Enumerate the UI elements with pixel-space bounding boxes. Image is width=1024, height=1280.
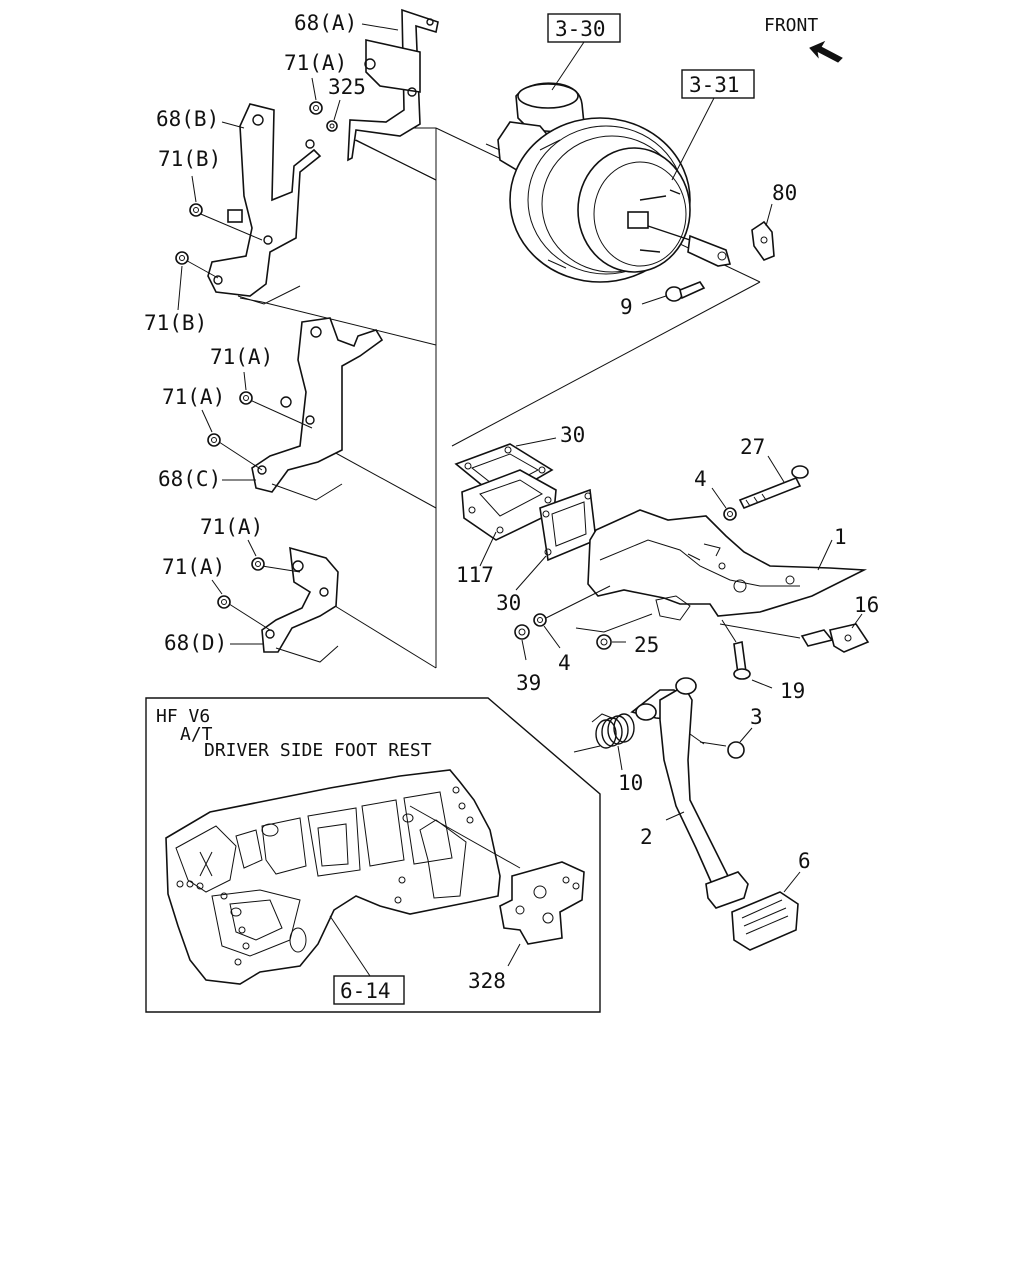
switch-16 — [719, 613, 870, 653]
bracket-68a — [347, 8, 439, 181]
callout-68d: 68(D) — [164, 631, 227, 655]
ref-box-3-30: 3-30 — [547, 13, 621, 91]
nut-71b-upper — [189, 203, 203, 217]
callout-1: 1 — [834, 525, 847, 549]
return-spring-10 — [573, 713, 635, 771]
callout-325: 325 — [328, 75, 366, 99]
bolt-27 — [738, 455, 809, 510]
nut-4-upper — [711, 487, 737, 521]
callout-80: 80 — [772, 181, 797, 205]
callout-2: 2 — [640, 825, 653, 849]
front-arrow-icon — [809, 40, 843, 63]
callout-25: 25 — [634, 633, 659, 657]
callout-71a-d2: 71(A) — [162, 555, 225, 579]
callout-68a: 68(A) — [294, 11, 357, 35]
inset-line-3: DRIVER SIDE FOOT REST — [204, 740, 432, 761]
callout-68b: 68(B) — [156, 107, 219, 131]
front-label: FRONT — [764, 15, 818, 36]
callout-39: 39 — [516, 671, 541, 695]
callout-71a-c1: 71(A) — [210, 345, 273, 369]
callout-328: 328 — [468, 969, 506, 993]
bumper-3 — [699, 727, 753, 759]
gasket-30-lower — [515, 488, 597, 591]
nut-39 — [514, 624, 530, 661]
bracket-68c — [215, 317, 384, 501]
nut-71a-c1 — [239, 391, 253, 405]
ref-box-6-14: 6-14 — [329, 915, 405, 1005]
nut-71a-c2 — [207, 433, 221, 447]
svg-text:3-31: 3-31 — [689, 73, 740, 97]
pedal-bracket-1 — [587, 509, 868, 621]
nut-71a-d2 — [217, 595, 231, 609]
clip-80 — [751, 203, 775, 261]
pedal-pad-6 — [731, 871, 801, 951]
washer-4-lower — [533, 585, 611, 649]
callout-10: 10 — [618, 771, 643, 795]
svg-text:6-14: 6-14 — [340, 979, 391, 1003]
bolt-9 — [641, 281, 706, 305]
bolt-19 — [721, 619, 773, 689]
inset-line-1: HF V6 — [156, 706, 210, 727]
nut-25 — [575, 613, 653, 650]
inset-driver-foot-rest: HF V6 A/T DRIVER SIDE FOOT REST — [145, 697, 601, 1013]
callout-71a-d1: 71(A) — [200, 515, 263, 539]
callout-9: 9 — [620, 295, 633, 319]
ref-box-3-31: 3-31 — [671, 69, 755, 181]
foot-rest-328 — [409, 805, 585, 967]
callout-71b-top: 71(B) — [158, 147, 221, 171]
bracket-68b — [181, 103, 322, 305]
callout-16: 16 — [854, 593, 879, 617]
callout-labels: 68(A) 71(A) 325 68(B) 71(B) 71(B) 71(A) … — [144, 11, 879, 993]
callout-4-bot: 4 — [558, 651, 571, 675]
nut-71b-lower — [175, 251, 189, 265]
callout-30-top: 30 — [560, 423, 585, 447]
callout-6: 6 — [798, 849, 811, 873]
inset-line-2: A/T — [180, 724, 213, 745]
callout-3: 3 — [750, 705, 763, 729]
nut-71a-d1 — [251, 557, 265, 571]
callout-68c: 68(C) — [158, 467, 221, 491]
svg-text:3-30: 3-30 — [555, 17, 606, 41]
callout-71a-top: 71(A) — [284, 51, 347, 75]
callout-71a-c2: 71(A) — [162, 385, 225, 409]
callout-19: 19 — [780, 679, 805, 703]
callout-27: 27 — [740, 435, 765, 459]
nut-71a-top — [309, 101, 323, 115]
bracket-68d — [225, 546, 339, 663]
callout-71b-bot: 71(B) — [144, 311, 207, 335]
callout-4-top: 4 — [694, 467, 707, 491]
callout-117: 117 — [456, 563, 494, 587]
washer-325 — [326, 120, 338, 132]
brake-booster — [485, 82, 732, 283]
brake-pedal-2 — [630, 677, 749, 909]
callout-30-bot: 30 — [496, 591, 521, 615]
